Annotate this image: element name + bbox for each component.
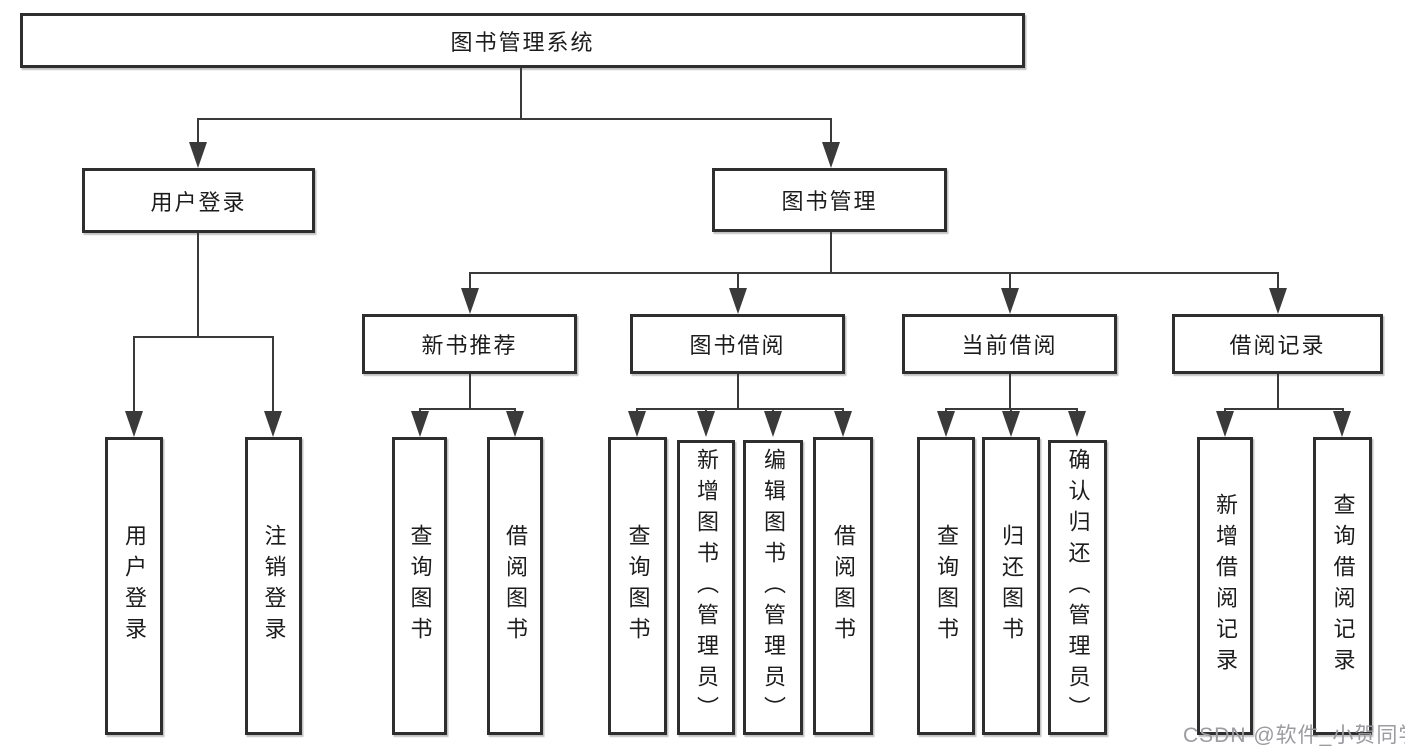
connector-current-borrow-stub [1009,374,1011,408]
connector-stem-user-login [197,118,199,146]
leaf-return-book: 归还图书 [982,437,1040,735]
leaf-confirm-return: 确认归还（管理员） [1048,440,1107,735]
arrow-to-leaf-query-borrow-record [1333,411,1351,437]
leaf-edit-book: 编辑图书（管理员） [743,440,803,735]
connector-user-login-stub [197,233,199,336]
leaf-borrow-book-a-label: 借阅图书 [503,524,528,648]
node-book-borrow: 图书借阅 [630,314,845,374]
arrow-to-leaf-add-book [697,411,715,437]
arrow-to-leaf-user-login [125,411,143,437]
leaf-borrow-book-b: 借阅图书 [813,437,873,735]
connector-root-stub [520,68,522,118]
leaf-borrow-book-b-label: 借阅图书 [831,524,856,648]
connector-stem-current-borrow [1009,272,1011,292]
node-book-borrow-label: 图书借阅 [689,333,786,358]
arrow-to-leaf-logout [264,411,282,437]
node-borrow-record-label: 借阅记录 [1229,333,1326,358]
arrow-to-leaf-add-borrow-record [1216,411,1234,437]
connector-borrow-record-stub [1277,374,1279,408]
arrow-to-user-login [189,142,207,168]
leaf-query-book-a-label: 查询图书 [407,524,433,648]
arrow-to-current-borrow [1001,288,1019,314]
arrow-to-leaf-query-book-c [937,411,955,437]
node-new-book-recommend-label: 新书推荐 [421,333,518,358]
leaf-query-borrow-record: 查询借阅记录 [1313,437,1372,735]
leaf-user-login-label: 用户登录 [122,524,147,648]
leaf-query-book-b-label: 查询图书 [625,524,651,648]
node-root-label: 图书管理系统 [450,29,595,55]
leaf-add-book: 新增图书（管理员） [677,440,735,735]
leaf-add-borrow-record-label: 新增借阅记录 [1213,493,1238,679]
connector-stem-borrow-record [1277,272,1279,292]
node-current-borrow-label: 当前借阅 [961,333,1058,358]
connector-new-book-recommend-bus [419,408,516,410]
leaf-query-borrow-record-label: 查询借阅记录 [1330,493,1356,679]
arrow-to-book-borrow [729,288,747,314]
connector-stem-book-borrow [737,272,739,292]
arrow-to-book-management [822,142,840,168]
arrow-to-leaf-borrow-book-b [834,411,852,437]
node-borrow-record: 借阅记录 [1172,314,1383,374]
arrow-to-leaf-borrow-book-a [506,411,524,437]
leaf-confirm-return-label: 确认归还（管理员） [1065,448,1091,727]
node-book-management: 图书管理 [712,168,947,232]
node-user-login: 用户登录 [82,168,315,233]
leaf-query-book-c: 查询图书 [917,437,975,735]
leaf-logout: 注销登录 [245,437,302,735]
arrow-to-leaf-edit-book [764,411,782,437]
connector-stem-leaf-logout [272,336,274,415]
connector-borrow-record-bus [1224,408,1344,410]
node-book-management-label: 图书管理 [781,189,878,214]
leaf-edit-book-label: 编辑图书（管理员） [761,448,786,727]
leaf-query-book-a: 查询图书 [392,437,447,735]
connector-book-borrow-stub [737,374,739,408]
arrow-to-leaf-query-book-a [411,411,429,437]
node-current-borrow: 当前借阅 [902,314,1117,374]
connector-new-book-recommend-stub [469,374,471,408]
node-new-book-recommend: 新书推荐 [362,314,577,374]
arrow-to-borrow-record [1269,288,1287,314]
connector-stem-leaf-user-login [133,336,135,415]
connector-book-borrow-bus [636,408,844,410]
leaf-return-book-label: 归还图书 [999,524,1024,648]
leaf-borrow-book-a: 借阅图书 [487,437,543,735]
arrow-to-leaf-return-book [1002,411,1020,437]
node-user-login-label: 用户登录 [150,189,247,215]
connector-root-bus [197,118,832,120]
arrow-to-new-book-recommend [461,288,479,314]
connector-stem-new-book-recommend [469,272,471,292]
leaf-add-book-label: 新增图书（管理员） [694,448,719,727]
connector-book-management-stub [830,232,832,272]
node-root: 图书管理系统 [20,13,1025,68]
leaf-logout-label: 注销登录 [261,524,287,648]
arrow-to-leaf-confirm-return [1068,411,1086,437]
leaf-add-borrow-record: 新增借阅记录 [1197,437,1253,735]
connector-stem-book-management [830,118,832,146]
arrow-to-leaf-query-book-b [628,411,646,437]
leaf-user-login: 用户登录 [105,437,163,735]
leaf-query-book-c-label: 查询图书 [934,524,959,648]
connector-user-login-bus [133,336,274,338]
leaf-query-book-b: 查询图书 [608,437,667,735]
csdn-watermark: CSDN @软件_小贺同学 [1183,724,1405,747]
connector-book-management-bus [469,272,1279,274]
